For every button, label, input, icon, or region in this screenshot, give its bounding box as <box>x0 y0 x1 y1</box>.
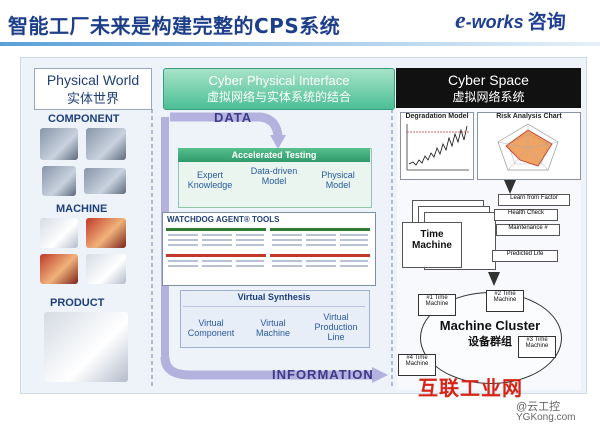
product-label: PRODUCT <box>50 297 105 309</box>
bearing-image <box>42 166 76 196</box>
title-divider <box>0 42 600 46</box>
physical-world-header: Physical World 实体世界 <box>34 68 152 110</box>
degradation-plot <box>406 124 469 171</box>
virtual-synthesis-box <box>180 290 370 348</box>
component-label: COMPONENT <box>48 113 120 125</box>
degradation-chart-title: Degradation Model <box>405 113 469 120</box>
cyber-physical-interface-header: Cyber Physical Interface 虚拟网络与实体系统的结合 <box>163 68 395 110</box>
machine-label: MACHINE <box>56 203 108 215</box>
virtual-machine-cell: Virtual Machine <box>255 318 291 338</box>
page-title: 智能工厂未来是构建完整的CPS系统 <box>8 14 341 38</box>
node-time-machine-4: #4 Time Machine <box>398 354 436 376</box>
cnc-machine-image <box>40 218 78 248</box>
time-machine-card: Time Machine <box>402 222 462 268</box>
watermark-cn: 互联工业网 <box>418 376 523 400</box>
packaging-machine-image <box>86 254 126 284</box>
cpi-title-en: Cyber Physical Interface <box>208 73 350 88</box>
data-label: DATA <box>214 110 253 125</box>
logo-e: e <box>455 8 466 34</box>
virtual-production-line-cell: Virtual Production Line <box>314 312 358 342</box>
logo-works: -works <box>465 12 524 32</box>
gearbox-image <box>86 128 126 160</box>
card-label-predicted: Predicted Life <box>492 250 558 262</box>
information-arrow-head <box>372 367 388 383</box>
data-arrow-head <box>270 135 286 149</box>
flow-arrows <box>151 109 393 387</box>
node-time-machine-3: #3 Time Machine <box>518 336 556 358</box>
down-arrow-icon <box>504 180 516 194</box>
press-machine-image <box>86 218 126 248</box>
risk-chart-title: Risk Analysis Chart <box>496 113 562 120</box>
accelerated-testing-header: Accelerated Testing <box>178 148 370 162</box>
virtual-synthesis-header: Virtual Synthesis <box>237 292 311 302</box>
watermark-handle: @云工控 <box>516 401 561 413</box>
machine-cluster-label: Machine Cluster 设备群组 <box>430 318 550 349</box>
watchdog-agent-box <box>162 212 376 286</box>
node-time-machine-2: #2 Time Machine <box>486 290 524 312</box>
degradation-chart: Degradation Model <box>400 112 474 180</box>
expert-knowledge-cell: Expert Knowledge <box>187 170 233 190</box>
watchdog-agent-header: WATCHDOG AGENT® TOOLS <box>167 215 280 224</box>
data-driven-model-cell: Data-driven Model <box>250 166 298 186</box>
cyber-space-title-en: Cyber Space <box>448 72 529 88</box>
logo-cn: 咨询 <box>527 11 566 33</box>
physical-world-title-cn: 实体世界 <box>66 92 119 107</box>
cyber-space-title-cn: 虚拟网络系统 <box>452 90 525 104</box>
risk-radar-plot <box>497 123 559 171</box>
down-arrow-icon-2 <box>488 272 500 286</box>
robot-image <box>40 254 78 284</box>
card-label-learn: Learn from Factor <box>498 194 570 206</box>
card-label-maintenance: Maintenance # <box>496 224 560 236</box>
information-label: INFORMATION <box>272 367 374 382</box>
card-label-health: Health Check <box>494 209 558 221</box>
machine-cluster-en: Machine Cluster <box>439 318 541 333</box>
risk-analysis-chart: Risk Analysis Chart <box>477 112 581 180</box>
information-arrow <box>160 356 375 380</box>
physical-world-title-en: Physical World <box>46 72 140 88</box>
vs-divider <box>183 306 365 307</box>
virtual-component-cell: Virtual Component <box>187 318 235 338</box>
machine-cluster-cn: 设备群组 <box>468 335 512 348</box>
watermark-url: YGKong.com <box>516 412 576 423</box>
node-time-machine-1: #1 Time Machine <box>418 294 456 316</box>
cyber-space-header: Cyber Space 虚拟网络系统 <box>396 68 581 108</box>
motor-image <box>40 128 78 160</box>
cpi-title-cn: 虚拟网络与实体系统的结合 <box>206 90 351 104</box>
physical-model-cell: Physical Model <box>321 170 355 190</box>
watchdog-tool-grid <box>166 228 370 267</box>
time-machine-label: Time Machine <box>411 229 452 251</box>
product-line-image <box>44 312 128 382</box>
spindle-image <box>84 168 126 194</box>
